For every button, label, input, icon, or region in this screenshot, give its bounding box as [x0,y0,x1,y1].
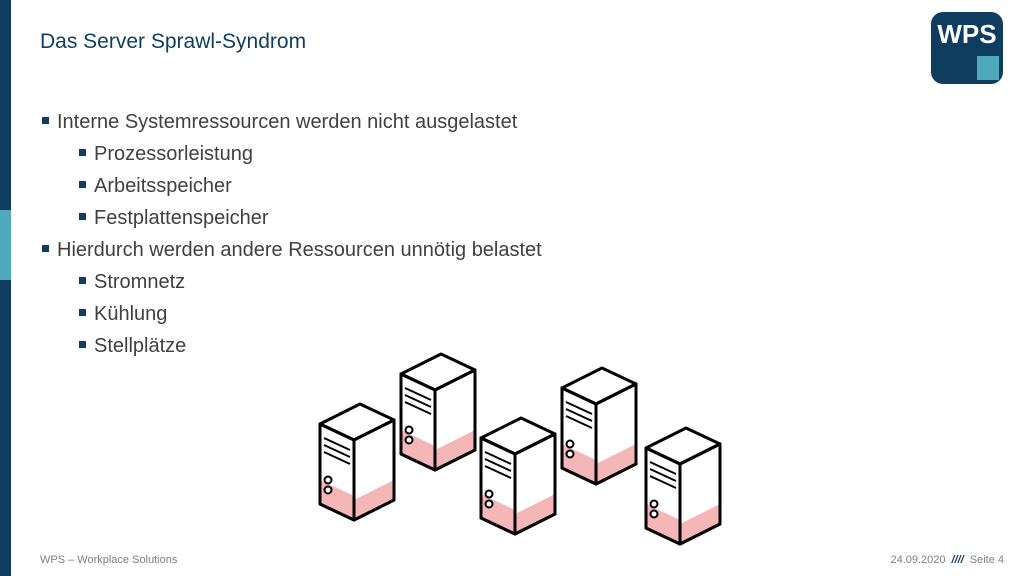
bullet-marker-icon [79,213,86,220]
bullet-text: Stellplätze [94,335,187,357]
sub-bullet-item: Kühlung [40,298,840,330]
footer-date: 24.09.2020 [890,554,946,566]
wps-logo-icon: WPS [931,12,1003,84]
sub-bullet-item: Arbeitsspeicher [40,170,840,202]
bullet-text: Kühlung [94,303,168,325]
bullet-marker-icon [79,149,86,156]
bullet-text: Festplattenspeicher [94,207,269,229]
server-tower-icon [479,416,557,536]
server-tower-icon [318,402,396,522]
bullet-text: Arbeitsspeicher [94,175,232,197]
bullet-text: Interne Systemressourcen werden nicht au… [57,111,518,133]
sub-bullet-item: Festplattenspeicher [40,202,840,234]
sub-bullet-item: Prozessorleistung [40,138,840,170]
footer-separator: //// [951,554,964,566]
bullet-marker-icon [79,181,86,188]
bullet-marker-icon [42,245,49,252]
bullet-text: Prozessorleistung [94,143,253,165]
server-tower-icon [644,426,722,546]
logo-text: WPS [937,19,996,49]
sub-bullet-item: Stellplätze [40,330,840,362]
sub-bullet-item: Stromnetz [40,266,840,298]
slide-title: Das Server Sprawl-Syndrom [40,30,307,53]
left-brand-bar [0,0,11,576]
bullet-item: Hierdurch werden andere Ressourcen unnöt… [40,234,840,266]
footer-company: WPS – Workplace Solutions [40,554,178,566]
bullet-item: Interne Systemressourcen werden nicht au… [40,106,840,138]
bullet-list: Interne Systemressourcen werden nicht au… [40,106,840,362]
bullet-marker-icon [79,309,86,316]
servers-illustration [318,352,722,546]
bullet-marker-icon [79,341,86,348]
bullet-text: Hierdurch werden andere Ressourcen unnöt… [57,239,542,261]
bullet-text: Stromnetz [94,271,186,293]
bullet-marker-icon [79,277,86,284]
bullet-marker-icon [42,117,49,124]
server-tower-icon [399,352,477,472]
left-accent-bar [0,210,11,280]
footer-meta: 24.09.2020 //// Seite 4 [890,554,1004,566]
server-tower-icon [560,366,638,486]
footer-page-number: Seite 4 [969,554,1004,566]
